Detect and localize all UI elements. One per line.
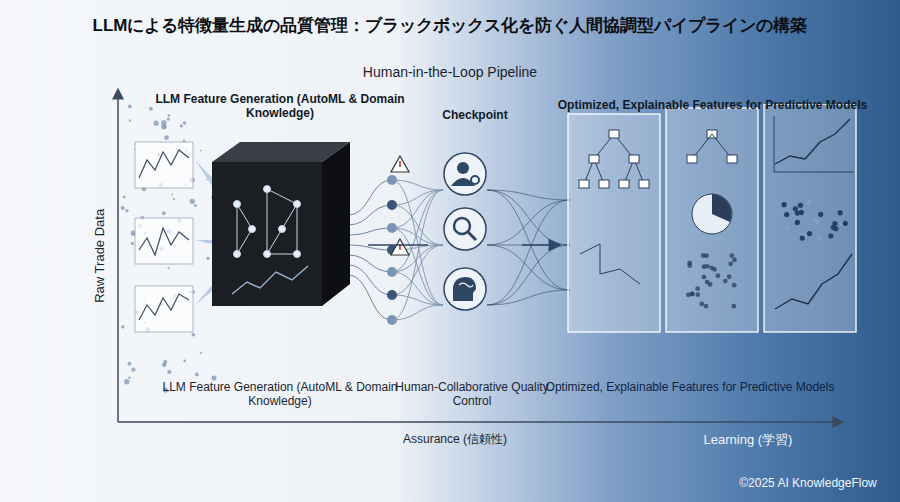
subtitle: Human-in-the-Loop Pipeline xyxy=(363,64,537,81)
axis-label: Learning (学習) xyxy=(704,432,793,448)
stage-label: LLM Feature Generation (AutoML & Domain … xyxy=(160,380,400,409)
y-axis xyxy=(117,90,119,422)
mini-charts xyxy=(135,142,193,332)
flow-connector xyxy=(368,244,428,246)
checkpoint-icons xyxy=(428,114,522,324)
fan-lines xyxy=(348,156,443,325)
axis-label: Assurance (信頼性) xyxy=(403,432,507,446)
x-axis xyxy=(118,421,842,423)
watermark: ©2025 AI KnowledgeFlow xyxy=(739,476,877,490)
llm-cube xyxy=(192,134,368,314)
features-panel: Optimized, Explainable Features for Pred… xyxy=(560,98,865,342)
data-dots xyxy=(121,104,219,392)
node-heading: Optimized, Explainable Features for Pred… xyxy=(520,98,900,112)
node-heading: Checkpoint xyxy=(388,108,562,122)
flow-connector xyxy=(522,244,560,246)
checkpoint-column: Checkpoint xyxy=(428,108,522,324)
stage-label: Human-Collaborative Quality Control xyxy=(387,380,557,409)
stage-label: Optimized, Explainable Features for Pred… xyxy=(545,380,835,394)
title: LLMによる特徴量生成の品質管理：ブラックボックス化を防ぐ人間協調型パイプライン… xyxy=(0,16,900,36)
axis-label: Raw Trade Data xyxy=(92,209,108,303)
output-lines xyxy=(487,190,570,305)
feature-panels xyxy=(560,104,865,342)
llm-box: LLM Feature Generation (AutoML & Domain … xyxy=(192,92,368,314)
node-heading: LLM Feature Generation (AutoML & Domain … xyxy=(152,92,408,121)
